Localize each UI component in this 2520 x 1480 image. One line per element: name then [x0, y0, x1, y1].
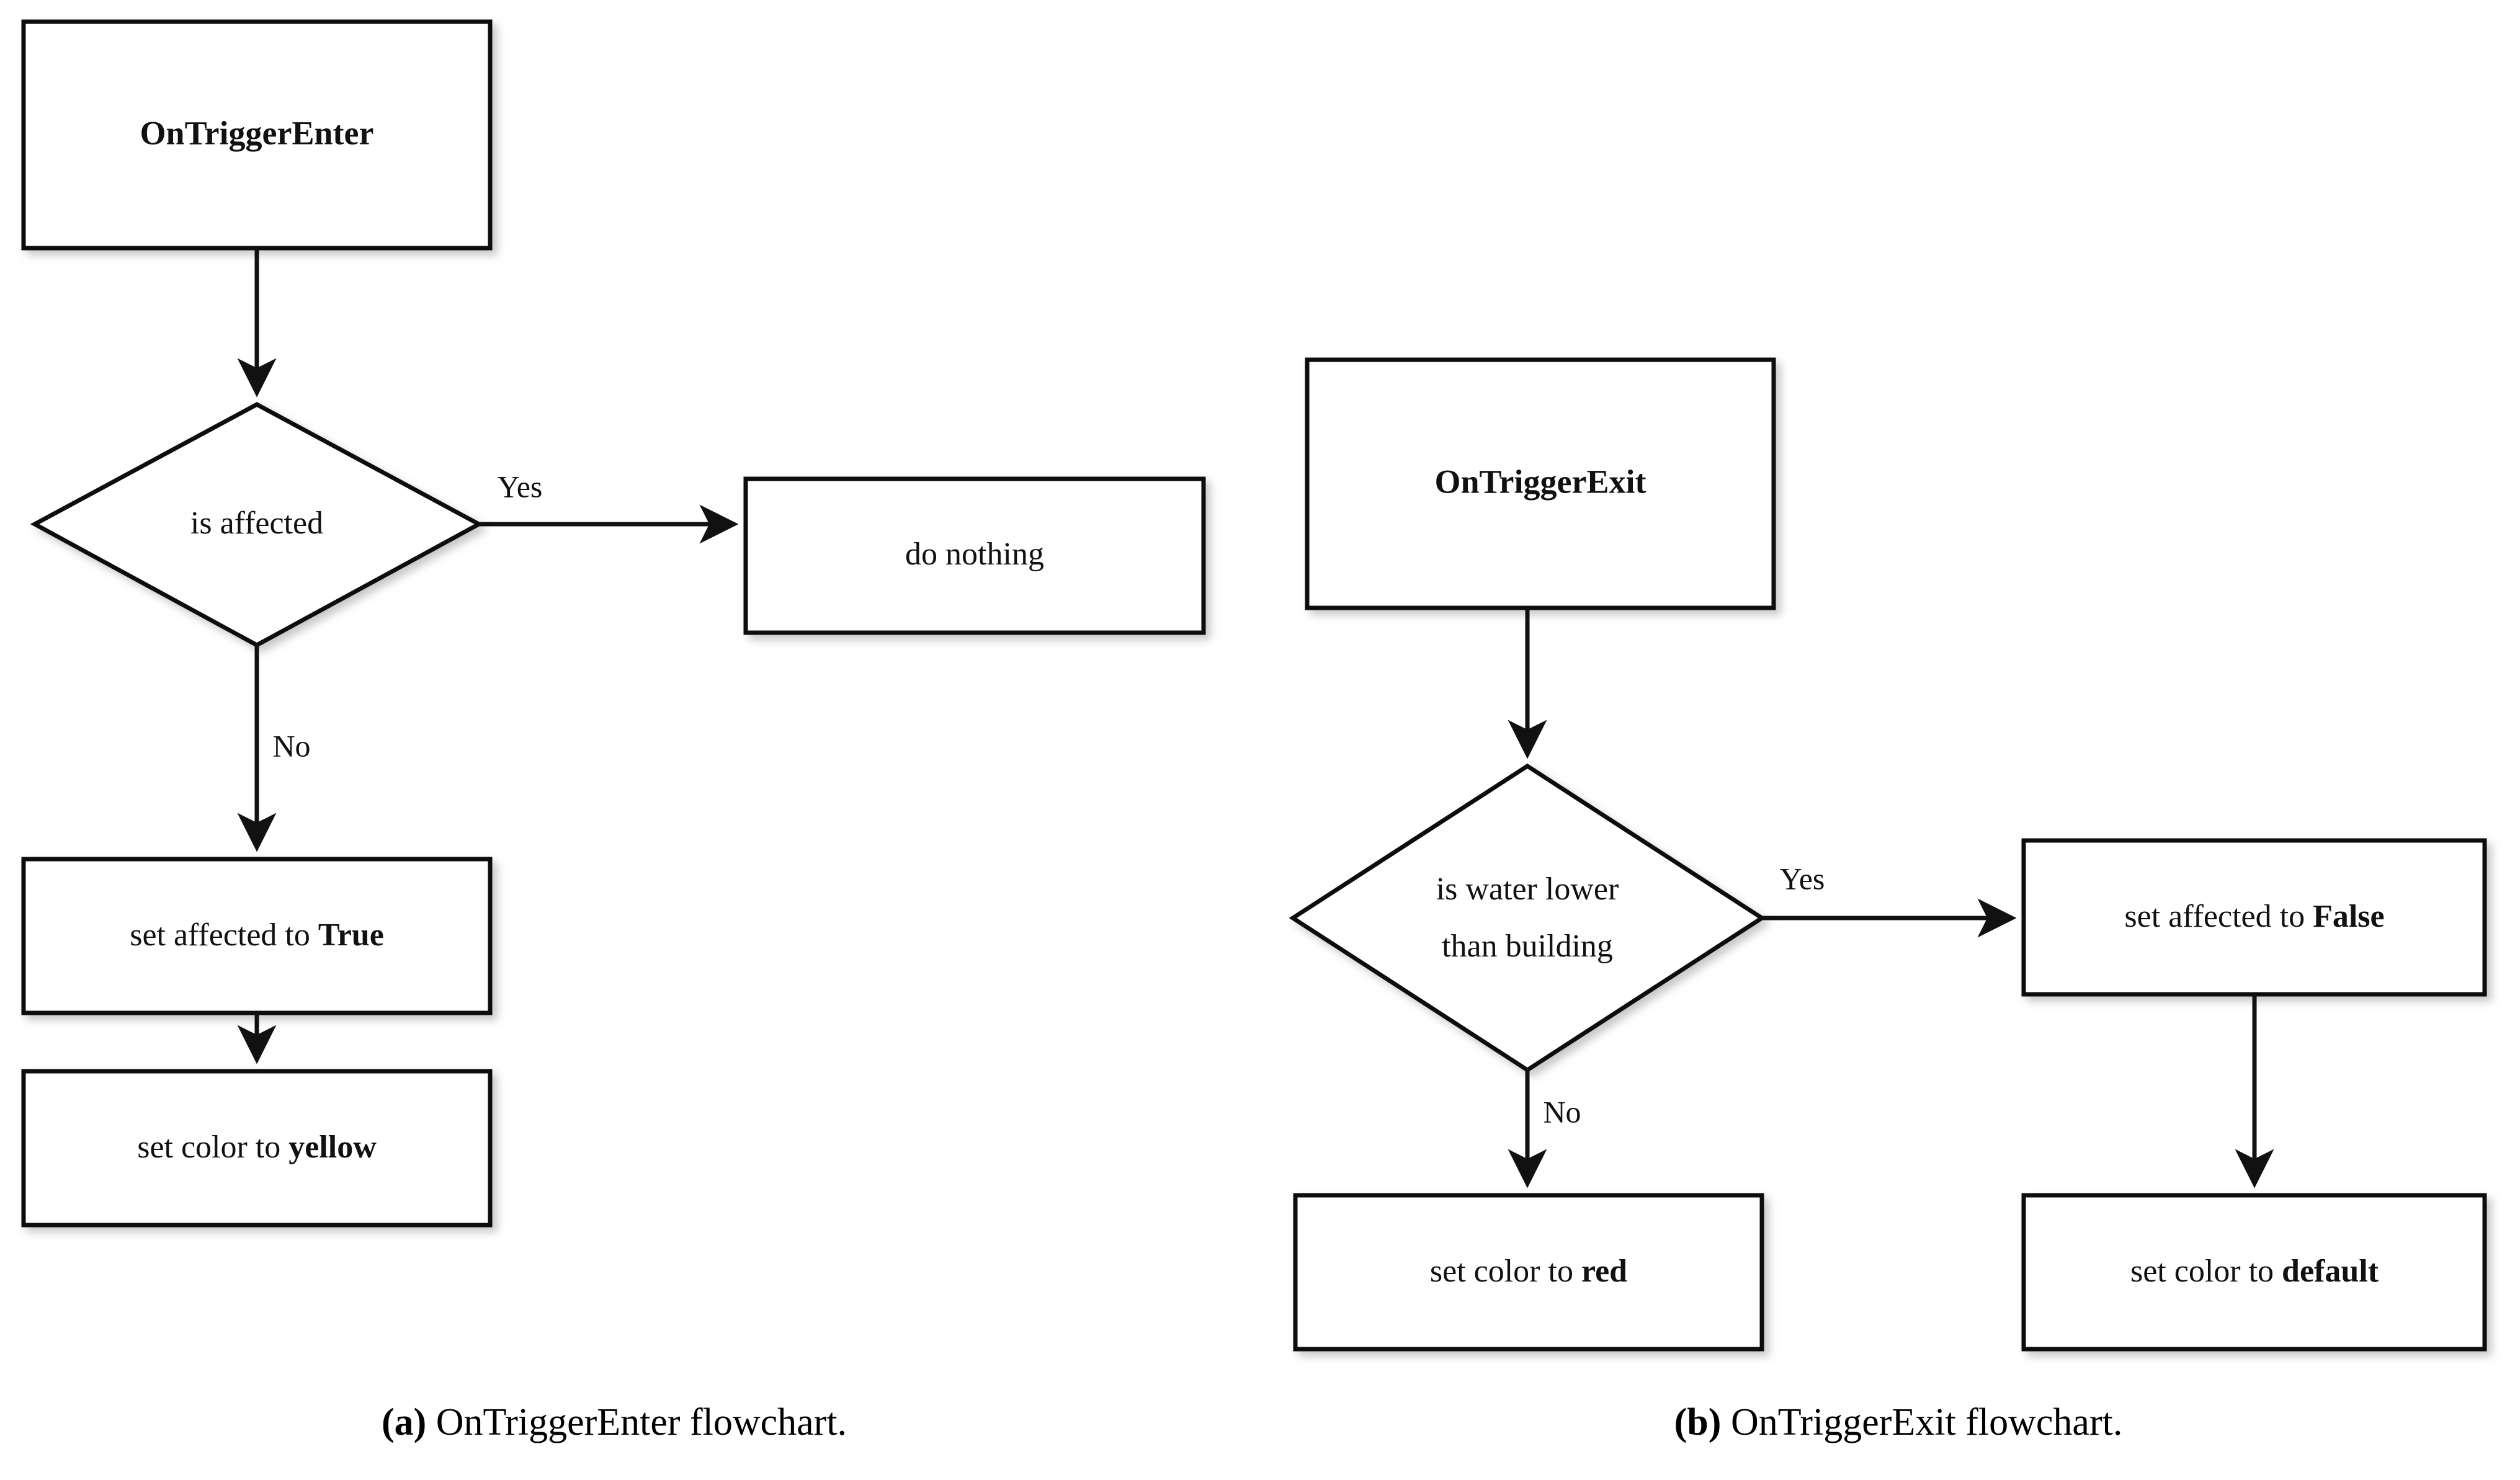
panel-a-edge-label-no: No — [272, 728, 310, 763]
panel-a-start-node[interactable]: OnTriggerEnter — [21, 19, 493, 251]
panel-b-final-label: set color to default — [2130, 1254, 2379, 1289]
panel-b-start-node[interactable]: OnTriggerExit — [1305, 357, 1776, 610]
panel-b-edge-label-yes: Yes — [1780, 861, 1825, 896]
panel-a-caption-tag: (a) — [381, 1401, 427, 1443]
panel-b-final-label-plain: set color to — [2130, 1254, 2282, 1289]
panel-b-decision-node[interactable]: is water lower than building — [1289, 763, 1766, 1073]
panel-a-no-target-label: set affected to True — [130, 917, 384, 953]
panel-b-no-target-label: set color to red — [1430, 1254, 1627, 1289]
panel-a-final-label-plain: set color to — [137, 1130, 288, 1165]
panel-b-caption-tag: (b) — [1674, 1401, 1722, 1443]
panel-a-final-label: set color to yellow — [137, 1130, 377, 1165]
panel-a-final-node[interactable]: set color to yellow — [21, 1069, 493, 1228]
panel-b-decision-label-line1: is water lower — [1436, 872, 1619, 907]
panel-b-decision-label-line2: than building — [1442, 929, 1613, 964]
panel-a-final-label-bold: yellow — [288, 1130, 377, 1165]
panel-a-caption-text: OnTriggerEnter flowchart. — [426, 1401, 847, 1443]
panel-a-yes-target-label: do nothing — [905, 537, 1044, 572]
panel-a-start-label: OnTriggerEnter — [140, 114, 374, 151]
panel-b-final-label-bold: default — [2282, 1254, 2379, 1289]
panel-b-final-node[interactable]: set color to default — [2021, 1193, 2487, 1352]
panel-a-no-target-label-plain: set affected to — [130, 917, 318, 953]
panel-b-no-target-label-bold: red — [1581, 1254, 1627, 1289]
panel-a-caption: (a) OnTriggerEnter flowchart. — [0, 1401, 1228, 1445]
panel-b-caption-text: OnTriggerExit flowchart. — [1721, 1401, 2123, 1443]
panel-b-yes-target-node[interactable]: set affected to False — [2021, 838, 2487, 997]
panel-a-yes-target-node[interactable]: do nothing — [743, 476, 1206, 635]
panel-b-yes-target-label-plain: set affected to — [2124, 899, 2313, 934]
panel-a-decision-node[interactable]: is affected — [30, 402, 484, 648]
panel-a-no-target-label-bold: True — [318, 917, 384, 953]
panel-a-decision-label: is affected — [190, 506, 323, 541]
panel-b-yes-target-label: set affected to False — [2124, 899, 2384, 934]
panel-b-caption: (b) OnTriggerExit flowchart. — [1284, 1401, 2513, 1445]
panel-a-no-target-node[interactable]: set affected to True — [21, 857, 493, 1015]
panel-b-edge-label-no: No — [1543, 1094, 1581, 1129]
panel-b-no-target-label-plain: set color to — [1430, 1254, 1581, 1289]
panel-a-edge-label-yes: Yes — [498, 469, 543, 504]
panel-b-no-target-node[interactable]: set color to red — [1293, 1193, 1764, 1352]
panel-b-yes-target-label-bold: False — [2313, 899, 2385, 934]
panel-b-start-label: OnTriggerExit — [1435, 463, 1646, 500]
